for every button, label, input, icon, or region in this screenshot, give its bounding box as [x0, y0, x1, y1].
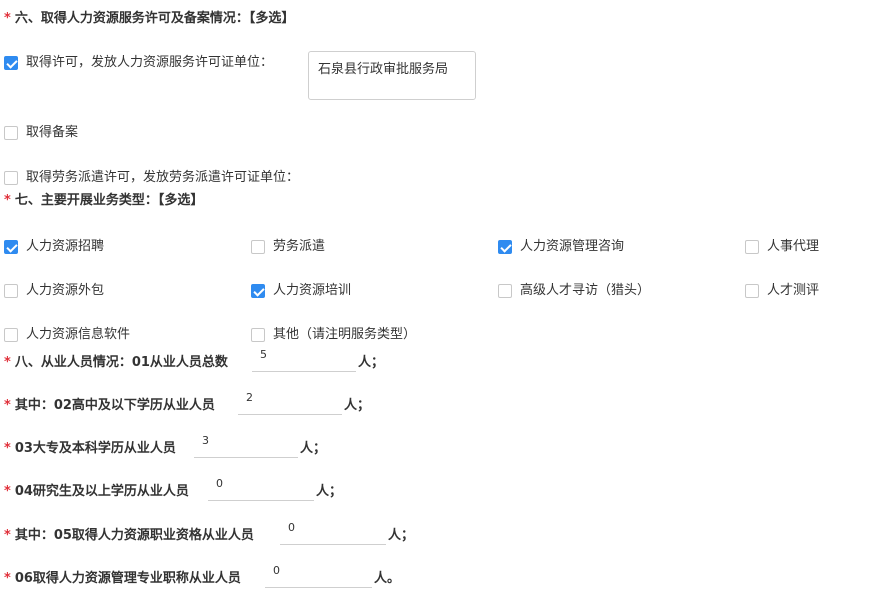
section7-heading: *七、主要开展业务类型：【多选】	[4, 192, 203, 210]
total-staff-value: 5	[260, 348, 267, 361]
hr-outsourcing-checkbox[interactable]	[4, 284, 18, 298]
recruitment-label: 人力资源招聘	[26, 239, 105, 254]
total-staff-input[interactable]: 5	[252, 349, 356, 372]
section6-title: 六、取得人力资源服务许可及备案情况：【多选】	[14, 11, 295, 26]
college-staff-value: 3	[202, 434, 209, 447]
high-school-staff-label-text: 其中：02高中及以下学历从业人员	[14, 398, 215, 413]
required-mark: *	[4, 193, 11, 208]
required-mark: *	[4, 441, 11, 456]
total-staff-label-text: 八、从业人员情况：01从业人员总数	[14, 355, 228, 370]
required-mark: *	[4, 528, 11, 543]
postgrad-staff-input[interactable]: 0	[208, 478, 314, 501]
qualified-staff-label-text: 其中：05取得人力资源职业资格从业人员	[14, 528, 254, 543]
license-issuer-textarea[interactable]: 石泉县行政审批服务局	[308, 51, 476, 100]
titled-staff-label-text: 06取得人力资源管理专业职称从业人员	[14, 571, 241, 586]
titled-staff-label: *06取得人力资源管理专业职称从业人员	[4, 570, 241, 588]
record-label: 取得备案	[26, 125, 79, 140]
high-school-staff-unit: 人；	[344, 398, 371, 413]
required-mark: *	[4, 571, 11, 586]
personnel-agency-label: 人事代理	[767, 239, 820, 254]
high-school-staff-label: *其中：02高中及以下学历从业人员	[4, 397, 215, 415]
titled-staff-input[interactable]: 0	[265, 565, 372, 588]
license-issuer-value: 石泉县行政审批服务局	[318, 62, 449, 77]
postgrad-staff-label: *04研究生及以上学历从业人员	[4, 483, 189, 501]
qualified-staff-label: *其中：05取得人力资源职业资格从业人员	[4, 527, 254, 545]
hr-software-checkbox[interactable]	[4, 328, 18, 342]
qualified-staff-input[interactable]: 0	[280, 522, 386, 545]
recruitment-checkbox[interactable]	[4, 240, 18, 254]
postgrad-staff-label-text: 04研究生及以上学历从业人员	[14, 484, 189, 499]
college-staff-input[interactable]: 3	[194, 435, 298, 458]
section7-title: 七、主要开展业务类型：【多选】	[14, 193, 204, 208]
hr-training-label: 人力资源培训	[273, 283, 352, 298]
required-mark: *	[4, 398, 11, 413]
hr-software-label: 人力资源信息软件	[26, 327, 131, 342]
total-staff-unit: 人；	[358, 355, 385, 370]
required-mark: *	[4, 484, 11, 499]
record-checkbox[interactable]	[4, 126, 18, 140]
labor-dispatch-label: 劳务派遣	[273, 239, 326, 254]
hr-consulting-checkbox[interactable]	[498, 240, 512, 254]
dispatch-checkbox[interactable]	[4, 171, 18, 185]
qualified-staff-value: 0	[288, 521, 295, 534]
titled-staff-unit: 人。	[374, 571, 401, 586]
qualified-staff-unit: 人；	[388, 528, 415, 543]
high-school-staff-value: 2	[246, 391, 253, 404]
headhunting-checkbox[interactable]	[498, 284, 512, 298]
required-mark: *	[4, 355, 11, 370]
license-checkbox[interactable]	[4, 56, 18, 70]
license-label: 取得许可，发放人力资源服务许可证单位：	[26, 55, 274, 70]
hr-consulting-label: 人力资源管理咨询	[520, 239, 625, 254]
total-staff-label: *八、从业人员情况：01从业人员总数	[4, 354, 228, 372]
headhunting-label: 高级人才寻访（猎头）	[520, 283, 651, 298]
high-school-staff-input[interactable]: 2	[238, 392, 342, 415]
required-mark: *	[4, 11, 11, 26]
section6-heading: *六、取得人力资源服务许可及备案情况：【多选】	[4, 10, 294, 28]
labor-dispatch-checkbox[interactable]	[251, 240, 265, 254]
talent-assessment-checkbox[interactable]	[745, 284, 759, 298]
hr-training-checkbox[interactable]	[251, 284, 265, 298]
postgrad-staff-value: 0	[216, 477, 223, 490]
personnel-agency-checkbox[interactable]	[745, 240, 759, 254]
talent-assessment-label: 人才测评	[767, 283, 820, 298]
hr-outsourcing-label: 人力资源外包	[26, 283, 105, 298]
college-staff-unit: 人；	[300, 441, 327, 456]
other-checkbox[interactable]	[251, 328, 265, 342]
dispatch-label: 取得劳务派遣许可，发放劳务派遣许可证单位：	[26, 170, 300, 185]
titled-staff-value: 0	[273, 564, 280, 577]
postgrad-staff-unit: 人；	[316, 484, 343, 499]
college-staff-label-text: 03大专及本科学历从业人员	[14, 441, 176, 456]
college-staff-label: *03大专及本科学历从业人员	[4, 440, 176, 458]
other-label: 其他（请注明服务类型）	[273, 327, 417, 342]
